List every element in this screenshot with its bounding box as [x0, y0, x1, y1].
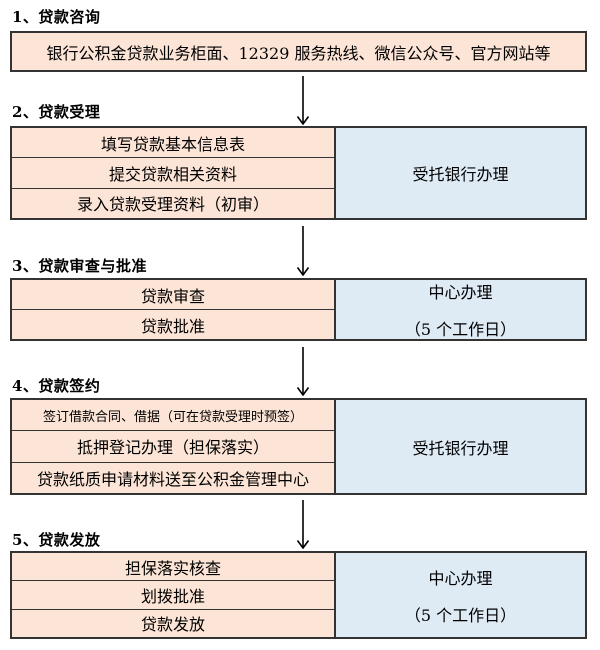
step-cell: 划拨批准	[12, 581, 334, 610]
handler-line: 受托银行办理	[412, 438, 509, 458]
handler-cell: 中心办理 （5 个工作日）	[336, 553, 585, 637]
consultation-channels-box: 银行公积金贷款业务柜面、12329 服务热线、微信公众号、官方网站等	[10, 31, 587, 72]
section-2-heading: 2、贷款受理	[12, 103, 101, 121]
handler-cell: 受托银行办理	[336, 400, 585, 493]
flow-arrow-down-icon	[296, 76, 310, 125]
step-cell: 签订借款合同、借据（可在贷款受理时预签）	[12, 400, 334, 432]
handler-cell: 中心办理 （5 个工作日）	[336, 280, 585, 339]
section-4-table: 签订借款合同、借据（可在贷款受理时预签） 抵押登记办理（担保落实） 贷款纸质申请…	[10, 398, 587, 495]
handler-line: 受托银行办理	[412, 165, 509, 184]
flow-arrow-down-icon	[296, 347, 310, 396]
flow-arrow-down-icon	[296, 226, 310, 276]
section-3-heading: 3、贷款审查与批准	[12, 257, 147, 275]
handler-line: 中心办理	[428, 283, 493, 302]
section-1-heading: 1、贷款咨询	[12, 8, 101, 26]
section-3-table: 贷款审查 贷款批准 中心办理 （5 个工作日）	[10, 278, 587, 341]
step-cell: 贷款发放	[140, 615, 205, 635]
section-2-table: 填写贷款基本信息表 提交贷款相关资料 录入贷款受理资料（初审） 受托银行办理	[10, 126, 587, 220]
section-4-steps: 签订借款合同、借据（可在贷款受理时预签） 抵押登记办理（担保落实） 贷款纸质申请…	[12, 400, 336, 493]
step-cell: 提交贷款相关资料	[12, 158, 334, 189]
step-cell: 贷款批准	[140, 316, 205, 336]
step-cell: 担保落实核查	[12, 553, 334, 582]
handler-cell: 受托银行办理	[336, 128, 585, 218]
section-5-heading: 5、贷款发放	[12, 531, 101, 549]
section-5-steps: 担保落实核查 划拨批准 贷款发放	[12, 553, 336, 637]
section-3-steps: 贷款审查 贷款批准	[12, 280, 336, 339]
step-cell: 录入贷款受理资料（初审）	[76, 195, 269, 215]
step-cell: 填写贷款基本信息表	[12, 128, 334, 159]
handler-line: （5 个工作日）	[404, 605, 517, 625]
flow-arrow-down-icon	[296, 500, 310, 549]
step-cell: 贷款纸质申请材料送至公积金管理中心	[36, 469, 309, 489]
section-5-table: 担保落实核查 划拨批准 贷款发放 中心办理 （5 个工作日）	[10, 551, 587, 639]
section-2-steps: 填写贷款基本信息表 提交贷款相关资料 录入贷款受理资料（初审）	[12, 128, 336, 218]
step-cell: 抵押登记办理（担保落实）	[12, 431, 334, 463]
handler-line: 中心办理	[428, 568, 493, 588]
section-4-heading: 4、贷款签约	[12, 377, 101, 395]
handler-line: （5 个工作日）	[404, 320, 517, 339]
step-cell: 贷款审查	[12, 280, 334, 310]
